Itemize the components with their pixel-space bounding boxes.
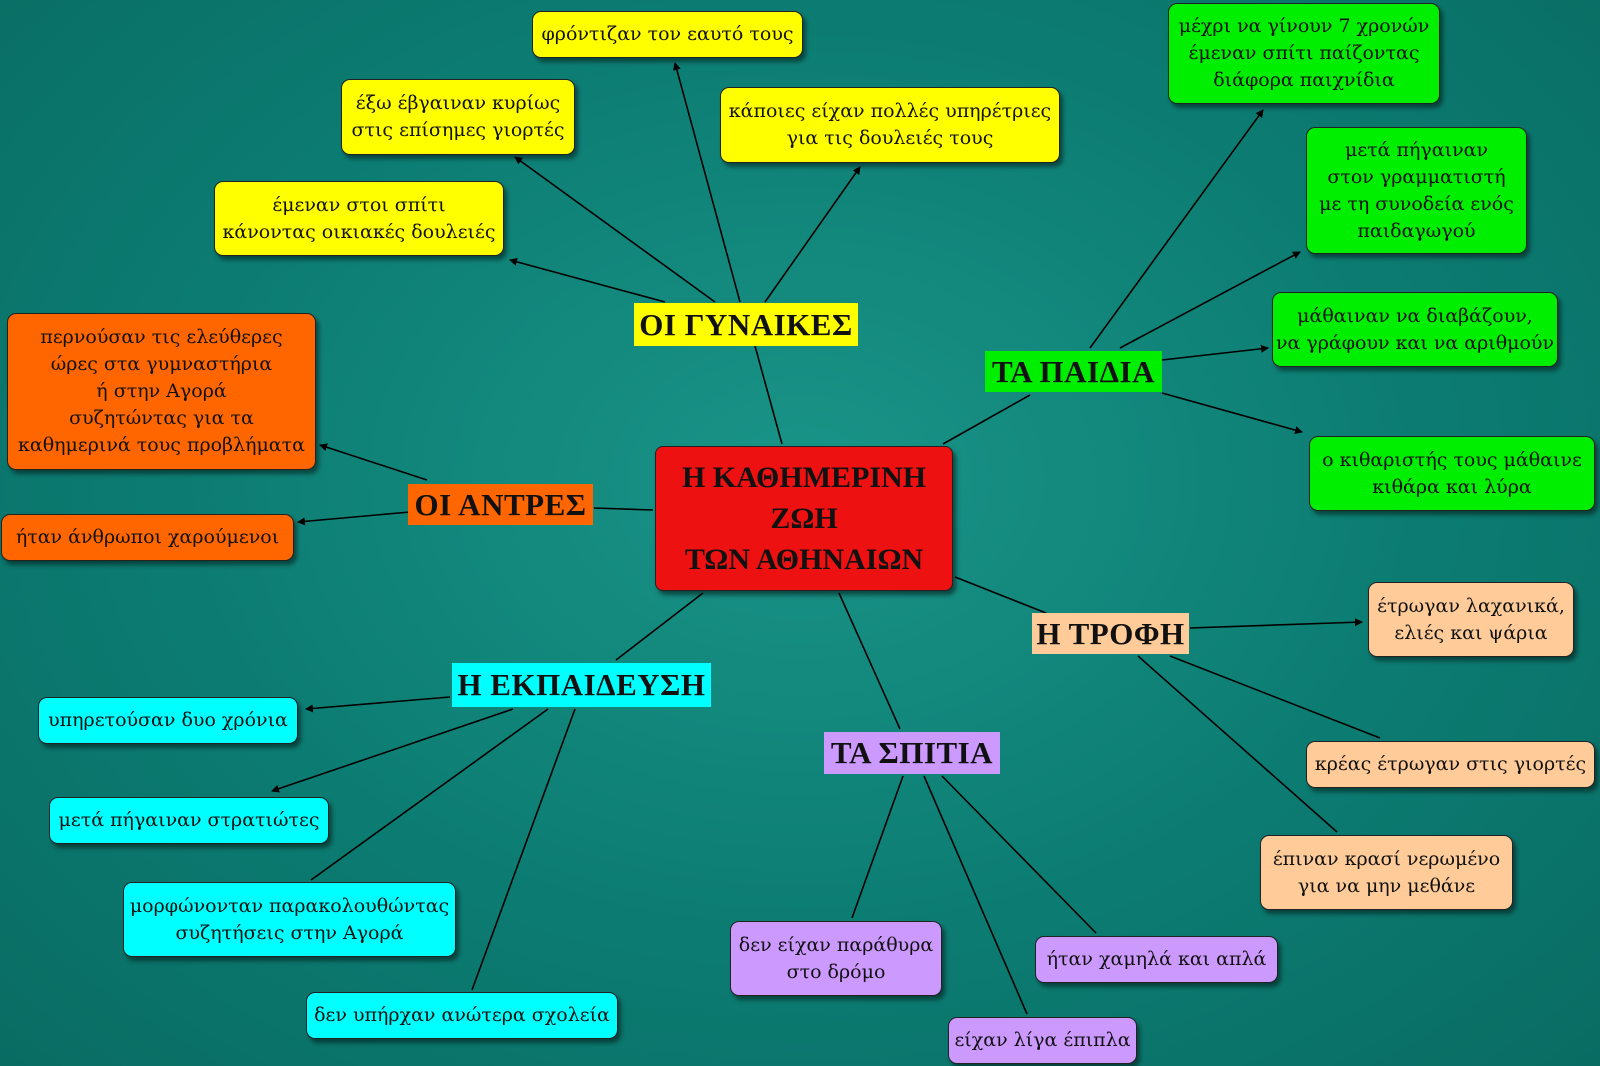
box-text: μορφώνονταν παρακολουθώντας — [129, 894, 450, 917]
box-text: κάποιες είχαν πολλές υπηρέτριες — [728, 100, 1052, 122]
food-meat-box: κρέας έτρωγαν στις γιορτές — [1306, 741, 1595, 788]
central-topic-line: Η ΚΑΘΗΜΕΡΙΝΗ — [681, 461, 927, 494]
category-men: ΟΙ ΑΝΤΡΕΣ — [408, 484, 593, 525]
box-text: δεν υπήρχαν ανώτερα σχολεία — [314, 1004, 610, 1026]
arrow-children-grammatist — [1119, 251, 1301, 349]
children-until-seven-box: μέχρι να γίνουν 7 χρονών έμεναν σπίτι πα… — [1168, 3, 1440, 104]
arrow-men-leisure — [319, 443, 428, 481]
education-served-box: υπηρετούσαν δυο χρόνια — [38, 697, 298, 744]
box-text: έξω έβγαιναν κυρίως — [355, 92, 561, 114]
link-center-education — [615, 592, 704, 661]
category-women: ΟΙ ΓΥΝΑΙΚΕΣ — [634, 303, 858, 346]
box-text: μετά πήγαιναν στρατιώτες — [58, 809, 320, 831]
box-text: ή στην Αγορά — [96, 380, 227, 402]
children-grammatist-box: μετά πήγαιναν στον γραμματιστή με τη συν… — [1306, 127, 1527, 254]
arrow-women-care-self — [672, 62, 741, 303]
category-children: ΤΑ ΠΑΙΔΙΑ — [985, 351, 1162, 392]
box-text: περνούσαν τις ελεύθερες — [40, 326, 283, 348]
box-text: υπηρετούσαν δυο χρόνια — [48, 709, 288, 731]
arrow-education-served — [305, 696, 451, 713]
link-houses-low — [941, 775, 1097, 934]
box-text: να γράφουν και να αριθμούν — [1275, 331, 1555, 354]
food-wine-box: έπιναν κρασί νερωμένο για να μην μεθάνε — [1260, 835, 1513, 910]
men-leisure-box: περνούσαν τις ελεύθερες ώρες στα γυμναστ… — [7, 313, 316, 470]
box-text: έπιναν κρασί νερωμένο — [1272, 847, 1501, 870]
box-text: κιθάρα και λύρα — [1372, 475, 1532, 498]
box-text: δεν είχαν παράθυρα — [738, 933, 934, 956]
box-text: στον γραμματιστή — [1327, 165, 1506, 188]
box-text: στις επίσημες γιορτές — [351, 119, 565, 141]
arrow-children-learning — [1161, 344, 1269, 361]
box-text: με τη συνοδεία ενός — [1319, 192, 1514, 215]
box-text: μάθαιναν να διαβάζουν, — [1297, 304, 1533, 327]
box-text: είχαν λίγα έπιπλα — [954, 1029, 1131, 1051]
category-houses: ΤΑ ΣΠΙΤΙΑ — [824, 732, 1000, 774]
children-learning-box: μάθαιναν να διαβάζουν, να γράφουν και να… — [1272, 292, 1558, 367]
arrow-women-stay-home — [509, 257, 666, 303]
box-text: κάνοντας οικιακές δουλειές — [222, 220, 496, 243]
box-text: ώρες στα γυμναστήρια — [50, 353, 273, 375]
box-text: μετά πήγαιναν — [1344, 138, 1488, 161]
arrow-children-until-seven — [1089, 109, 1264, 349]
box-text: συζητώντας για τα — [69, 407, 254, 429]
box-text: ελιές και ψάρια — [1394, 621, 1548, 644]
houses-windows-box: δεν είχαν παράθυρα στο δρόμο — [730, 921, 942, 996]
women-care-self-box: φρόντιζαν τον εαυτό τους — [532, 11, 803, 58]
box-text: κρέας έτρωγαν στις γιορτές — [1314, 753, 1587, 775]
category-education: Η ΕΚΠΑΙΔΕΥΣΗ — [452, 663, 711, 707]
link-center-women — [754, 345, 783, 445]
houses-low-box: ήταν χαμηλά και απλά — [1035, 936, 1278, 983]
box-text: έμεναν στοι σπίτι — [272, 193, 446, 216]
link-center-houses — [838, 592, 901, 730]
children-kitharist-box: ο κιθαριστής τους μάθαινε κιθάρα και λύρ… — [1309, 436, 1595, 511]
link-food-meat — [1169, 655, 1381, 739]
box-text: έτρωγαν λαχανικά, — [1377, 594, 1565, 617]
link-education-educated — [310, 708, 549, 881]
link-houses-furniture — [923, 775, 1028, 1015]
education-soldiers-box: μετά πήγαιναν στρατιώτες — [49, 797, 329, 844]
arrow-education-soldiers — [271, 708, 514, 793]
houses-furniture-box: είχαν λίγα έπιπλα — [948, 1017, 1137, 1064]
arrow-women-servants — [764, 166, 861, 303]
box-text: στο δρόμο — [786, 960, 886, 983]
box-text: έμεναν σπίτι παίζοντας — [1188, 42, 1420, 64]
education-educated-box: μορφώνονταν παρακολουθώντας συζητήσεις σ… — [123, 882, 456, 957]
box-text: μέχρι να γίνουν 7 χρονών — [1178, 15, 1430, 37]
box-text: ήταν χαμηλά και απλά — [1046, 948, 1267, 970]
central-topic-line: ΖΩΗ — [770, 502, 838, 535]
box-text: ήταν άνθρωποι χαρούμενοι — [15, 526, 280, 548]
women-servants-box: κάποιες είχαν πολλές υπηρέτριες για τις … — [720, 87, 1060, 163]
arrow-children-kitharist — [1161, 392, 1303, 434]
link-food-wine — [1137, 655, 1338, 833]
box-text: ο κιθαριστής τους μάθαινε — [1322, 448, 1582, 471]
education-no-schools-box: δεν υπήρχαν ανώτερα σχολεία — [306, 992, 618, 1039]
link-center-food — [954, 576, 1047, 614]
link-center-children — [942, 394, 1031, 445]
arrow-men-cheerful — [297, 511, 411, 526]
arrow-food-vegetables — [1189, 618, 1363, 629]
men-cheerful-box: ήταν άνθρωποι χαρούμενοι — [1, 514, 294, 561]
central-topic: Η ΚΑΘΗΜΕΡΙΝΗ ΖΩΗ ΤΩΝ ΑΘΗΝΑΙΩΝ — [655, 446, 953, 591]
link-houses-windows — [851, 775, 904, 919]
box-text: καθημερινά τους προβλήματα — [18, 434, 305, 456]
box-text: φρόντιζαν τον εαυτό τους — [541, 23, 794, 45]
link-education-no-schools — [471, 708, 576, 991]
link-center-men — [593, 507, 654, 511]
box-text: διάφορα παιχνίδια — [1213, 69, 1395, 91]
women-stay-home-box: έμεναν στοι σπίτι κάνοντας οικιακές δουλ… — [214, 181, 504, 256]
box-text: παιδαγωγού — [1357, 219, 1476, 242]
women-go-out-box: έξω έβγαιναν κυρίως στις επίσημες γιορτέ… — [341, 79, 575, 155]
box-text: για τις δουλειές τους — [786, 127, 994, 149]
central-topic-line: ΤΩΝ ΑΘΗΝΑΙΩΝ — [684, 543, 924, 576]
category-food: Η ΤΡΟΦΗ — [1032, 613, 1189, 654]
arrow-women-go-out — [514, 156, 716, 303]
box-text: συζητήσεις στην Αγορά — [175, 921, 404, 944]
food-vegetables-box: έτρωγαν λαχανικά, ελιές και ψάρια — [1368, 582, 1574, 657]
box-text: για να μην μεθάνε — [1297, 874, 1476, 897]
